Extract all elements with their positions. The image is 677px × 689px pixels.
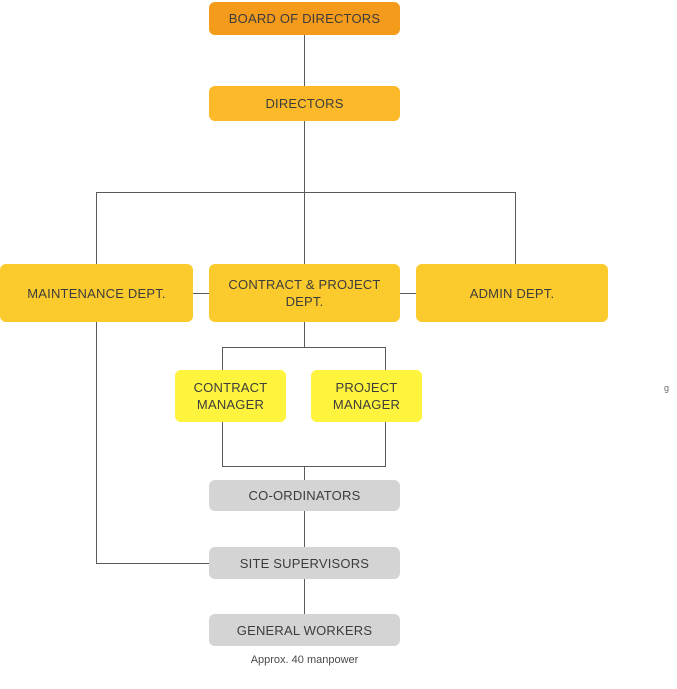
connector-maintenance-drop (96, 322, 97, 563)
connector-maintenance-to-supervisors (96, 563, 209, 564)
connector-coordinators-to-supervisors (304, 511, 305, 547)
connector-contract-project-to-manager-bus (304, 322, 305, 347)
node-site-supervisors[interactable]: SITE SUPERVISORS (209, 547, 400, 579)
node-maintenance-dept[interactable]: MAINTENANCE DEPT. (0, 264, 193, 322)
node-directors[interactable]: DIRECTORS (209, 86, 400, 121)
node-board-of-directors[interactable]: BOARD OF DIRECTORS (209, 2, 400, 35)
node-label-admin-dept: ADMIN DEPT. (469, 285, 555, 301)
connector-contract-project-to-admin (400, 293, 416, 294)
node-label-maintenance-dept: MAINTENANCE DEPT. (27, 285, 166, 301)
connector-directors-to-bus (304, 121, 305, 192)
connector-manager-bus (222, 347, 386, 348)
node-label-general-workers: GENERAL WORKERS (236, 622, 373, 638)
node-admin-dept[interactable]: ADMIN DEPT. (416, 264, 608, 322)
node-label-board-of-directors: BOARD OF DIRECTORS (228, 11, 381, 26)
node-contract-manager[interactable]: CONTRACT MANAGER (175, 370, 286, 422)
connector-department-bus (96, 192, 516, 193)
manpower-note: Approx. 40 manpower (250, 654, 359, 666)
node-label-contract-manager: CONTRACT MANAGER (193, 380, 268, 412)
node-project-manager[interactable]: PROJECT MANAGER (311, 370, 422, 422)
connector-board-to-directors (304, 35, 305, 86)
node-label-directors: DIRECTORS (265, 96, 344, 111)
node-contract-project-dept[interactable]: CONTRACT & PROJECT DEPT. (209, 264, 400, 322)
connector-bus-to-contract-project (304, 192, 305, 264)
connector-supervisors-to-workers (304, 579, 305, 614)
connector-bus-to-maintenance (96, 192, 97, 264)
connector-maintenance-to-contract-project (193, 293, 209, 294)
connector-bus-to-admin (515, 192, 516, 264)
node-label-coordinators: CO-ORDINATORS (248, 488, 361, 503)
node-label-project-manager: PROJECT MANAGER (332, 380, 401, 412)
node-general-workers[interactable]: GENERAL WORKERS (209, 614, 400, 646)
node-label-contract-project-dept: CONTRACT & PROJECT DEPT. (228, 277, 381, 309)
edge-glyph-artifact: g (664, 383, 670, 393)
node-coordinators[interactable]: CO-ORDINATORS (209, 480, 400, 511)
connector-join-to-coordinators (304, 466, 305, 480)
node-label-site-supervisors: SITE SUPERVISORS (239, 555, 370, 571)
